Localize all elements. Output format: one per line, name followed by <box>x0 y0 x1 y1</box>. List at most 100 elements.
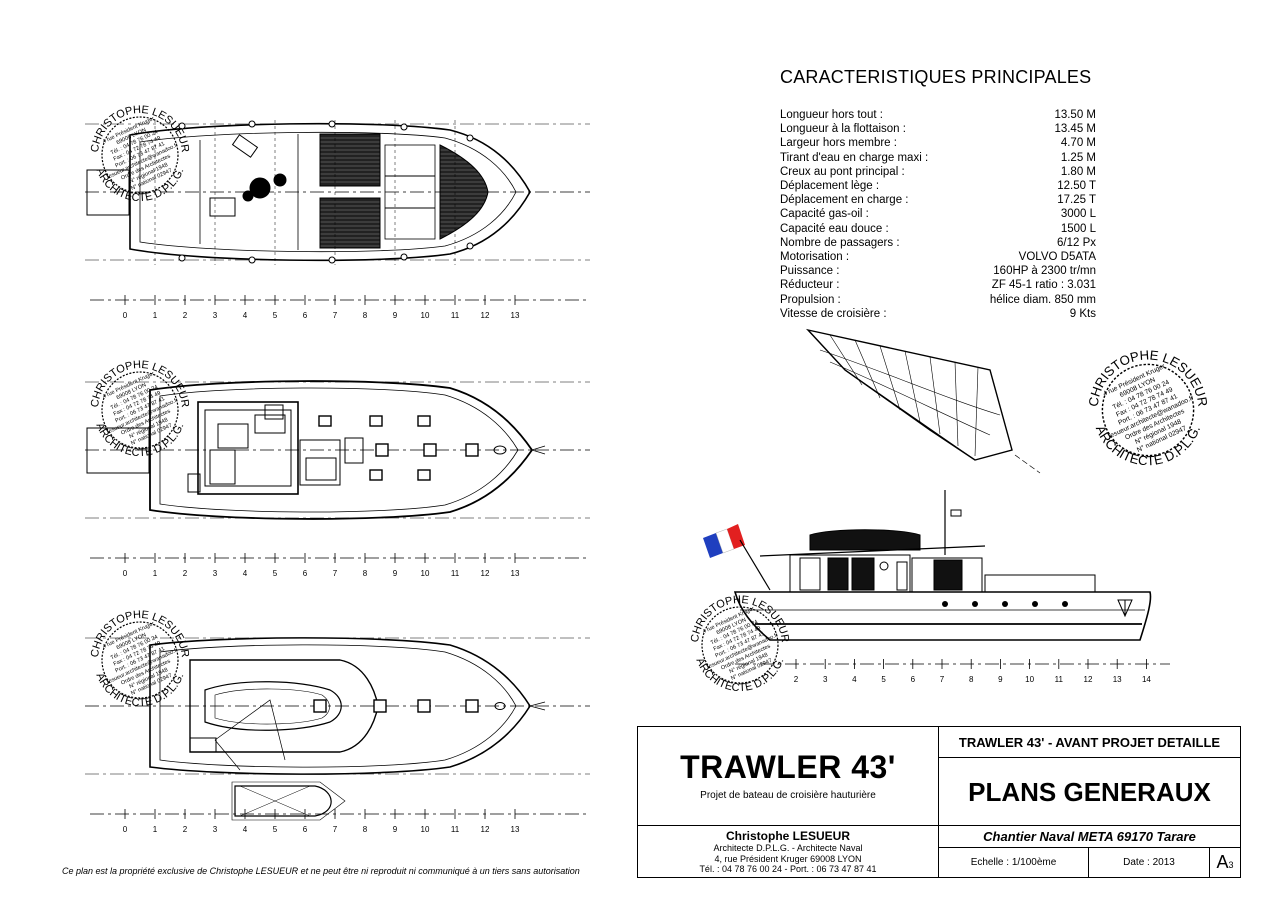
date-label: Date : 2013 <box>1089 848 1210 877</box>
architect-line: 4, rue Président Kruger 69008 LYON <box>714 853 862 864</box>
specs-title: CARACTERISTIQUES PRINCIPALES <box>780 67 1092 87</box>
station-label: 9 <box>393 825 398 834</box>
station-label: 6 <box>303 311 308 320</box>
plan-view-roof <box>85 637 590 821</box>
station-label: 1 <box>153 311 158 320</box>
french-flag-icon <box>703 524 745 558</box>
spec-row: Propulsion :hélice diam. 850 mm <box>780 293 1096 307</box>
architect-cell: Christophe LESUEUR Architecte D.P.L.G. -… <box>638 826 939 877</box>
plan-view-deck <box>85 120 590 301</box>
spec-label: Capacité eau douce : <box>780 222 889 235</box>
scale-label: Echelle : 1/100ème <box>939 848 1089 877</box>
spec-value: VOLVO D5ATA <box>1018 251 1096 264</box>
station-label: 8 <box>363 569 368 578</box>
spec-value: 1.25 M <box>1060 151 1096 164</box>
station-label: 5 <box>881 675 886 684</box>
spec-label: Capacité gas-oil : <box>780 208 869 221</box>
spec-value: 1.80 M <box>1060 165 1096 178</box>
spec-value: 3000 L <box>1060 208 1096 221</box>
spec-value: 160HP à 2300 tr/mn <box>993 265 1096 278</box>
station-label: 0 <box>123 569 128 578</box>
spec-row: Capacité gas-oil : 3000 L <box>780 207 1096 221</box>
title-block: TRAWLER 43' Projet de bateau de croisièr… <box>637 726 1241 878</box>
station-label: 13 <box>511 569 520 578</box>
spec-row: Motorisation : VOLVO D5ATA <box>780 250 1096 264</box>
spec-row: Puissance : 160HP à 2300 tr/mn <box>780 264 1096 278</box>
station-label: 7 <box>940 675 945 684</box>
station-label: 9 <box>393 569 398 578</box>
spec-row: Capacité eau douce : 1500 L <box>780 222 1096 236</box>
spec-row: Vitesse de croisière : 9 Kts <box>780 307 1096 321</box>
boat-name: TRAWLER 43' <box>680 749 896 785</box>
shipyard-name: Chantier Naval META 69170 Tarare <box>939 826 1240 848</box>
spec-row: Longueur hors tout : 13.50 M <box>780 108 1096 122</box>
station-label: 1 <box>153 569 158 578</box>
station-label: 8 <box>969 675 974 684</box>
spec-value: 13.50 M <box>1054 109 1096 121</box>
station-label: 0 <box>123 311 128 320</box>
plan-view-interior <box>85 380 590 559</box>
spec-row: Déplacement lège :12.50 T <box>780 179 1096 193</box>
station-label: 6 <box>911 675 916 684</box>
station-label: 10 <box>421 825 430 834</box>
station-label: 12 <box>481 825 490 834</box>
station-label: 11 <box>1055 675 1064 684</box>
spec-row: Nombre de passagers :6/12 Px <box>780 236 1096 250</box>
profile-view <box>703 490 1170 665</box>
spec-label: Longueur à la flottaison : <box>780 123 906 136</box>
architect-line: Tél. : 04 78 76 00 24 - Port. : 06 73 47… <box>699 864 877 874</box>
spec-value: ZF 45-1 ratio : 3.031 <box>991 279 1096 292</box>
spec-label: Creux au pont principal : <box>780 165 905 178</box>
station-label: 7 <box>333 825 338 834</box>
station-label: 2 <box>794 675 799 684</box>
station-label: 14 <box>1142 675 1151 684</box>
station-label: 2 <box>183 825 188 834</box>
station-label: 0 <box>123 825 128 834</box>
boat-subtitle: Projet de bateau de croisière hauturière <box>700 790 876 801</box>
station-label: 7 <box>333 569 338 578</box>
station-label: 12 <box>1084 675 1093 684</box>
spec-label: Propulsion : <box>780 293 841 306</box>
station-label: 3 <box>213 569 218 578</box>
hull-perspective <box>805 328 1041 474</box>
station-label: 13 <box>511 311 520 320</box>
spec-value: 1500 L <box>1060 222 1096 235</box>
station-label: 8 <box>363 311 368 320</box>
spec-label: Largeur hors membre : <box>780 137 897 150</box>
station-label: 12 <box>481 311 490 320</box>
station-label: 4 <box>243 569 248 578</box>
spec-label: Longueur hors tout : <box>780 109 883 121</box>
boat-name-cell: TRAWLER 43' Projet de bateau de croisièr… <box>638 727 939 826</box>
station-label: 3 <box>823 675 828 684</box>
spec-value: 12.50 T <box>1057 180 1096 193</box>
station-label: 11 <box>451 311 460 320</box>
spec-label: Vitesse de croisière : <box>780 307 887 320</box>
station-label: 7 <box>333 311 338 320</box>
station-label: 5 <box>273 569 278 578</box>
station-label: 10 <box>1025 675 1034 684</box>
station-label: 13 <box>1113 675 1122 684</box>
spec-value: 6/12 Px <box>1057 236 1096 249</box>
spec-row: Déplacement en charge :17.25 T <box>780 193 1096 207</box>
spec-value: 4.70 M <box>1060 137 1096 150</box>
spec-row: Réducteur :ZF 45-1 ratio : 3.031 <box>780 278 1096 292</box>
project-title: TRAWLER 43' - AVANT PROJET DETAILLE <box>939 727 1240 758</box>
station-label: 12 <box>481 569 490 578</box>
spec-value: 13.45 M <box>1054 123 1096 136</box>
station-label: 1 <box>153 825 158 834</box>
plan-title: PLANS GENERAUX <box>939 758 1240 826</box>
station-label: 6 <box>303 569 308 578</box>
station-label: 4 <box>243 311 248 320</box>
spec-value: 9 Kts <box>1069 307 1096 320</box>
spec-label: Motorisation : <box>780 251 850 264</box>
spec-label: Puissance : <box>780 265 840 278</box>
station-label: 5 <box>273 311 278 320</box>
format-number: 3 <box>1228 860 1234 870</box>
station-label: 9 <box>393 311 398 320</box>
station-label: 10 <box>421 311 430 320</box>
spec-row: Tirant d'eau en charge maxi :1.25 M <box>780 151 1096 165</box>
